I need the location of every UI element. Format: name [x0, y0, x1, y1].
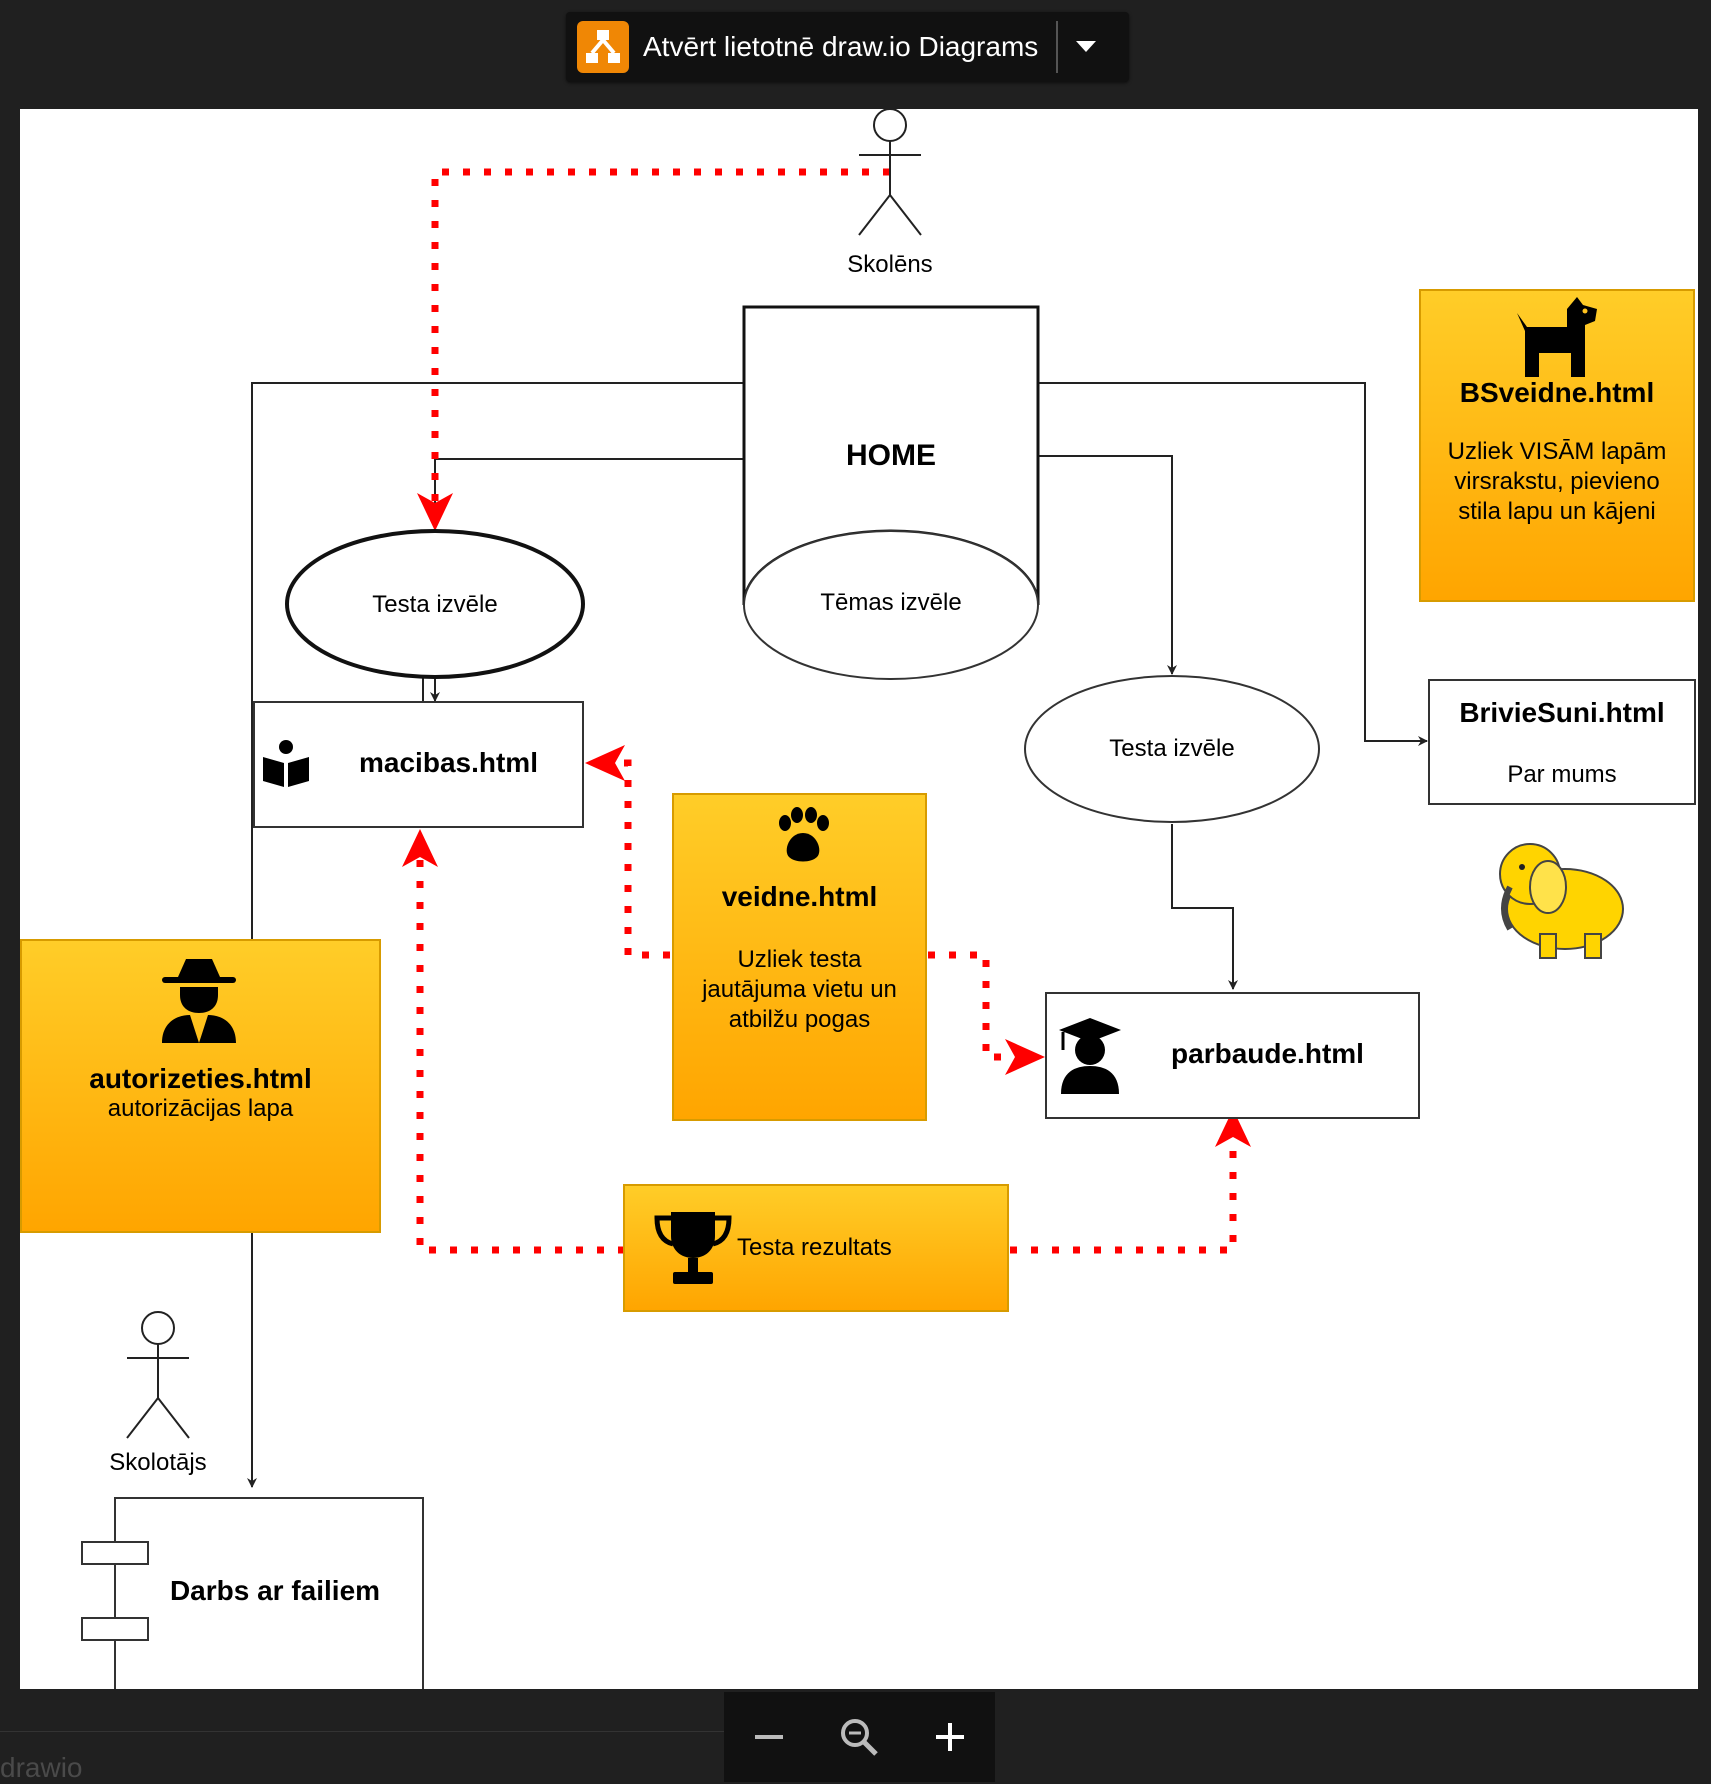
bar-divider [1056, 21, 1059, 73]
teacher-label: Skolotājs [109, 1449, 207, 1476]
home-to-right-test-connector [1038, 455, 1177, 675]
drawio-app-icon [577, 21, 629, 73]
home-to-briviesuni-connector [1038, 382, 1428, 746]
student-actor[interactable]: Skolēns [810, 251, 970, 281]
autorizeties-subtitle: autorizācijas lapa [107, 1095, 294, 1122]
caret-down-icon[interactable] [1058, 12, 1114, 82]
magnifier-icon[interactable] [824, 1702, 894, 1772]
bg-app-label: drawio [0, 1752, 83, 1783]
trophy-icon [654, 1212, 732, 1284]
veidne-to-macibas-arrow [615, 759, 670, 959]
student-label: Skolēns [847, 251, 933, 278]
briviesuni-title: BrivieSuni.html [1459, 697, 1665, 728]
autorizeties-title: autorizeties.html [89, 1063, 312, 1094]
component-port-top [81, 1541, 149, 1565]
briviesuni-subtitle: Par mums [1507, 761, 1617, 788]
veidne-title: veidne.html [721, 881, 878, 912]
test-choice-right-ellipse [1024, 675, 1320, 823]
student-actor-icon [858, 109, 922, 236]
home-node[interactable]: HOME [744, 439, 1038, 475]
veidne-node[interactable]: veidne.html Uzliek testa jautājuma vietu… [672, 793, 927, 1121]
teacher-actor[interactable]: Skolotājs [78, 1449, 238, 1479]
bsveidne-node[interactable]: BSveidne.html Uzliek VISĀM lapām virsrak… [1419, 289, 1695, 602]
diagram-canvas[interactable]: Skolēns Skolotājs HOME Tēmas izvēle Test… [20, 109, 1698, 1689]
book-reader-icon [263, 740, 309, 787]
darbs-label: Darbs ar failiem [169, 1575, 381, 1606]
home-shape [742, 305, 1040, 680]
test-choice-left-node[interactable]: Testa izvēle [287, 591, 583, 621]
teacher-actor-icon [126, 1311, 190, 1439]
bsveidne-text: Uzliek VISĀM lapām virsrakstu, pievieno … [1447, 438, 1667, 525]
spy-icon [162, 959, 236, 1043]
student-to-test-choice-arrow [431, 168, 890, 509]
bg-divider [0, 1731, 724, 1732]
test-choice-left-ellipse [285, 529, 585, 679]
graduate-icon [1059, 1018, 1121, 1094]
test-choice-right-node[interactable]: Testa izvēle [1025, 735, 1319, 765]
elephant-node[interactable] [1502, 844, 1628, 962]
open-in-app-bar[interactable]: Atvērt lietotnē draw.io Diagrams [566, 12, 1129, 82]
rezultats-to-parbaude-arrow [1010, 1137, 1237, 1254]
rezultats-to-macibas-arrow [416, 856, 625, 1254]
zoom-toolbar [724, 1692, 995, 1782]
open-in-app-label[interactable]: Atvērt lietotnē draw.io Diagrams [643, 31, 1039, 62]
dotted-arrows [416, 168, 1237, 1254]
plus-icon[interactable] [915, 1702, 985, 1772]
parbaude-node[interactable]: parbaude.html [1045, 992, 1420, 1119]
autorizeties-node[interactable]: autorizeties.html autorizācijas lapa [20, 939, 381, 1233]
topic-choice-label: Tēmas izvēle [820, 589, 962, 616]
test-choice-right-label: Testa izvēle [1109, 735, 1235, 762]
test-choice-left-label: Testa izvēle [372, 591, 498, 618]
connectors-layer [126, 109, 1624, 1488]
bsveidne-title: BSveidne.html [1459, 377, 1655, 408]
elephant-icon [1499, 843, 1624, 959]
macibas-node[interactable]: macibas.html [253, 701, 584, 828]
minus-icon[interactable] [734, 1702, 804, 1772]
home-title: HOME [846, 439, 936, 472]
veidne-to-parbaude-arrow [928, 951, 1010, 1061]
topic-choice-node[interactable]: Tēmas izvēle [744, 589, 1038, 619]
rezultats-node[interactable]: Testa rezultats [623, 1184, 1009, 1312]
macibas-label: macibas.html [359, 747, 538, 778]
component-port-bottom [81, 1617, 149, 1641]
right-test-to-parbaude-connector [1171, 824, 1238, 990]
parbaude-label: parbaude.html [1171, 1038, 1364, 1069]
paw-icon [779, 807, 829, 862]
red-arrowheads [402, 493, 1251, 1147]
dog-icon [1517, 297, 1597, 377]
rezultats-label: Testa rezultats [737, 1234, 892, 1261]
briviesuni-node[interactable]: BrivieSuni.html Par mums [1428, 679, 1696, 805]
darbs-node[interactable]: Darbs ar failiem [114, 1497, 424, 1689]
veidne-text: Uzliek testa jautājuma vietu un atbilžu … [702, 946, 897, 1033]
